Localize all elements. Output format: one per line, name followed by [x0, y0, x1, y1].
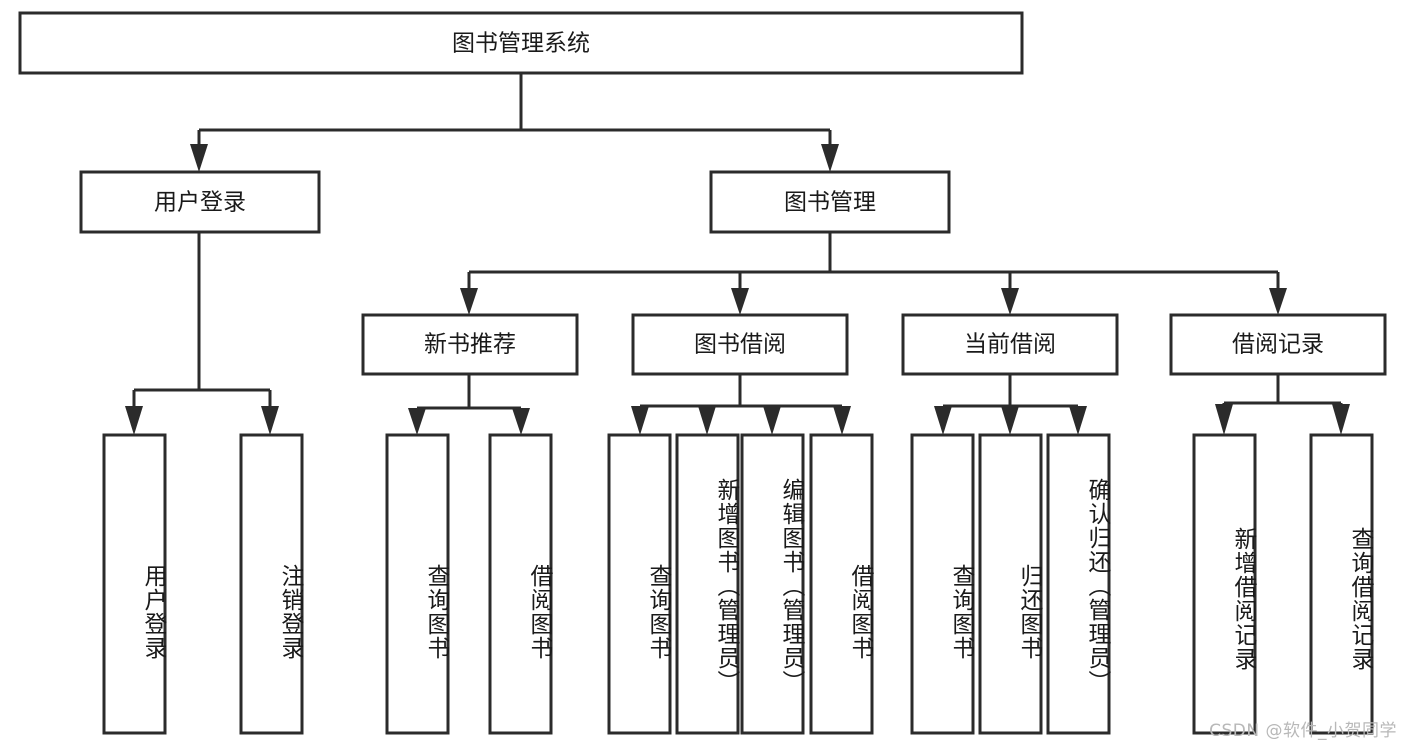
node-book-management-label: 图书管理 — [784, 190, 876, 216]
node-new-book-recommend-label: 新书推荐 — [424, 332, 516, 358]
node-book-borrow-box[interactable] — [631, 313, 849, 376]
connector-layer — [125, 73, 1350, 435]
node-borrow-record-label: 借阅记录 — [1232, 332, 1324, 358]
arrow-head-book-management — [821, 144, 839, 172]
arrow-head-leaf-query-borrow-record — [1332, 404, 1350, 435]
arrow-head-leaf-query-book-1 — [408, 408, 426, 435]
node-borrow-record-box[interactable] — [1169, 313, 1387, 376]
csdn-watermark: CSDN @软件_小贺同学 — [1209, 721, 1397, 741]
leaf-box-query-borrow-record[interactable] — [1309, 433, 1374, 735]
node-new-book-recommend[interactable]: 新书推荐 — [361, 313, 579, 376]
arrow-head-leaf-borrow-book-2 — [833, 406, 851, 435]
node-new-book-recommend-box[interactable] — [361, 313, 579, 376]
arrow-head-leaf-add-book-admin — [698, 406, 716, 435]
arrow-head-leaf-query-book-3 — [934, 406, 952, 435]
node-title-label: 图书管理系统 — [452, 31, 590, 57]
node-user-login-label: 用户登录 — [154, 190, 246, 216]
arrow-head-borrow-record — [1269, 288, 1287, 315]
node-title[interactable]: 图书管理系统 — [18, 11, 1024, 75]
arrow-head-leaf-edit-book-admin — [763, 406, 781, 435]
leaf-box-confirm-return-admin[interactable] — [1046, 433, 1111, 735]
arrow-head-current-borrow — [1001, 288, 1019, 315]
arrow-head-leaf-user-login — [125, 406, 143, 435]
node-title-box[interactable] — [18, 11, 1024, 75]
arrow-head-leaf-return-book — [1001, 406, 1019, 435]
arrow-head-book-borrow — [731, 288, 749, 315]
node-current-borrow-label: 当前借阅 — [964, 332, 1056, 358]
arrow-head-user-login — [190, 144, 208, 172]
leaf-box-add-book-admin[interactable] — [675, 433, 740, 735]
arrow-head-leaf-add-borrow-record — [1215, 404, 1233, 435]
node-borrow-record[interactable]: 借阅记录 — [1169, 313, 1387, 376]
node-book-management-box[interactable] — [709, 170, 951, 234]
node-current-borrow[interactable]: 当前借阅 — [901, 313, 1119, 376]
node-book-management[interactable]: 图书管理 — [709, 170, 951, 234]
arrow-head-leaf-query-book-2 — [631, 406, 649, 435]
leaf-box-edit-book-admin[interactable] — [740, 433, 805, 735]
node-current-borrow-box[interactable] — [901, 313, 1119, 376]
leaf-box-borrow-book-2[interactable] — [809, 433, 874, 735]
node-book-borrow-label: 图书借阅 — [694, 332, 786, 358]
leaf-box-user-login[interactable] — [102, 433, 167, 735]
leaf-box-add-borrow-record[interactable] — [1192, 433, 1257, 735]
node-user-login-box[interactable] — [79, 170, 321, 234]
arrow-head-leaf-confirm-return-admin — [1069, 406, 1087, 435]
leaf-box-query-book-3[interactable] — [910, 433, 975, 735]
arrow-head-leaf-logout-login — [261, 406, 279, 435]
node-user-login[interactable]: 用户登录 — [79, 170, 321, 234]
leaf-box-return-book[interactable] — [978, 433, 1043, 735]
leaf-box-borrow-book-1[interactable] — [488, 433, 553, 735]
leaf-box-query-book-2[interactable] — [607, 433, 672, 735]
node-book-borrow[interactable]: 图书借阅 — [631, 313, 849, 376]
leaf-box-logout-login[interactable] — [239, 433, 304, 735]
arrow-head-new-book-recommend — [460, 288, 478, 315]
leaf-box-query-book-1[interactable] — [385, 433, 450, 735]
arrow-head-leaf-borrow-book-1 — [512, 408, 530, 435]
